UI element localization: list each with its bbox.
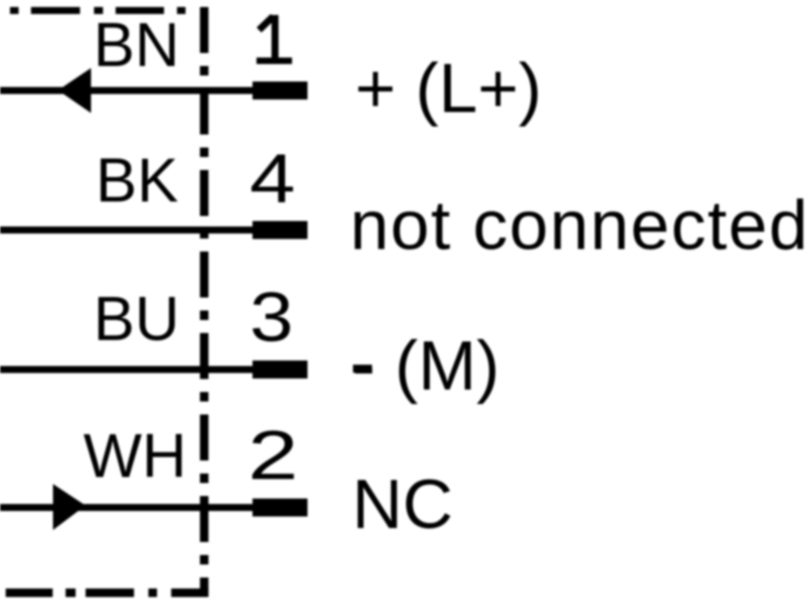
svg-text:BK: BK [96, 147, 179, 216]
svg-text:2: 2 [248, 417, 299, 495]
svg-text:not connected: not connected [350, 186, 806, 264]
svg-text:4: 4 [250, 140, 296, 218]
svg-text:- (M): - (M) [352, 327, 500, 405]
svg-text:+ (L+): + (L+) [355, 49, 542, 127]
svg-text:BU: BU [93, 285, 179, 354]
svg-text:WH: WH [83, 422, 186, 491]
svg-text:BN: BN [93, 11, 179, 80]
svg-text:3: 3 [250, 278, 294, 356]
svg-text:NC: NC [352, 465, 453, 543]
